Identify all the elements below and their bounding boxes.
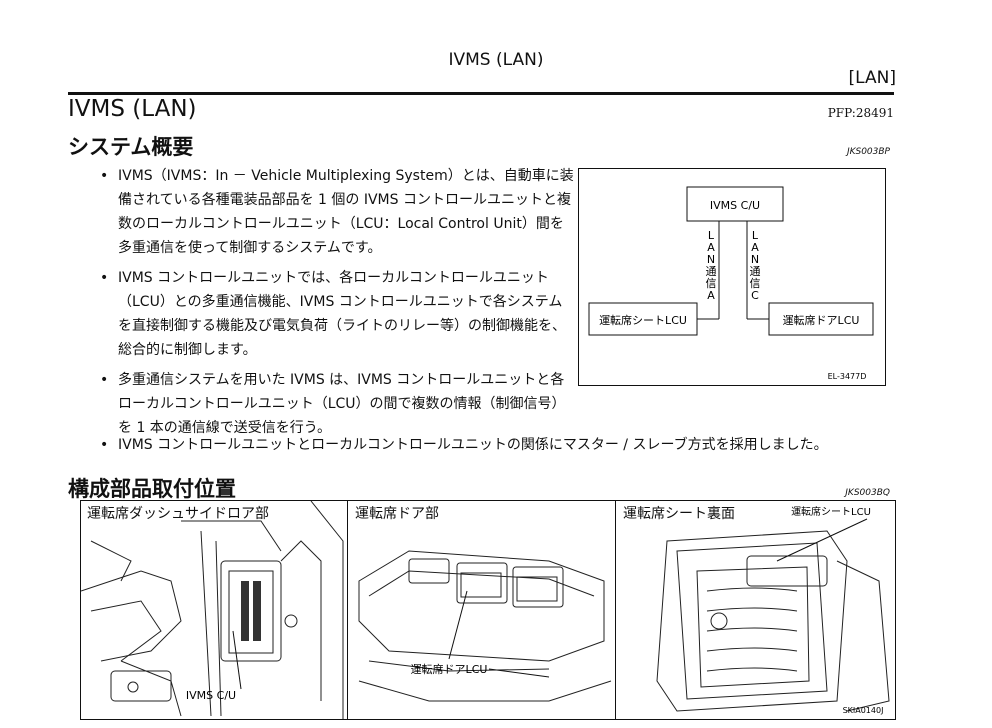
section-title: IVMS (LAN) — [68, 96, 197, 122]
door-lcu-label: 運転席ドアLCU — [783, 313, 860, 327]
component-location-figure: 運転席ダッシュサイドロア部 — [80, 500, 896, 720]
bullet-item: IVMS コントロールユニットでは、各ローカルコントロールユニット（LCU）との… — [100, 266, 576, 362]
ivms-cu-callout: IVMS C/U — [186, 689, 236, 702]
page-header-title: IVMS (LAN) — [448, 50, 544, 70]
section-tag: [LAN] — [848, 68, 896, 88]
lan-a-char: L — [708, 229, 715, 242]
dash-side-illustration: IVMS C/U — [81, 501, 344, 719]
cu-label: IVMS C/U — [710, 199, 760, 212]
locations-code: JKS003BQ — [845, 488, 890, 498]
figure-code: SKIA0140J — [843, 706, 884, 715]
seat-lcu-callout: 運転席シートLCU — [791, 505, 871, 518]
panel-title: 運転席ダッシュサイドロア部 — [87, 506, 269, 522]
lan-a-char: A — [707, 289, 715, 302]
bullet-item-full: IVMS コントロールユニットとローカルコントロールユニットの関係にマスター /… — [100, 433, 918, 457]
lan-a-char: 通 — [706, 265, 717, 278]
overview-heading: システム概要 — [68, 135, 194, 159]
overview-code: JKS003BP — [846, 147, 890, 157]
panel-seat-back: 運転席シート裏面 運転席シートLCU SKIA0140J — [617, 501, 895, 719]
seat-back-illustration: 運転席シートLCU SKIA0140J — [656, 505, 890, 715]
lan-c-char: 通 — [750, 265, 761, 278]
lan-a-char: N — [707, 253, 715, 266]
panel-title: 運転席シート裏面 — [623, 506, 735, 522]
lan-a-char: A — [707, 241, 715, 254]
system-diagram: IVMS C/U L A N 通 信 A L A N 通 信 C 運転席シートL… — [578, 168, 886, 386]
lan-c-char: N — [751, 253, 759, 266]
panel-title: 運転席ドア部 — [355, 506, 439, 522]
header-rule — [68, 92, 894, 95]
diagram-code: EL-3477D — [828, 372, 867, 381]
lan-c-char: A — [751, 241, 759, 254]
lan-c-char: 信 — [750, 277, 761, 290]
panel-dash-side: 運転席ダッシュサイドロア部 — [81, 501, 348, 719]
bullet-item: 多重通信システムを用いた IVMS は、IVMS コントロールユニットと各ローカ… — [100, 368, 576, 440]
bullet-item: IVMS（IVMS：In － Vehicle Multiplexing Syst… — [100, 164, 576, 260]
lan-c-char: L — [752, 229, 759, 242]
locations-heading: 構成部品取付位置 — [68, 477, 236, 501]
lan-a-char: 信 — [706, 277, 717, 290]
part-number: PFP:28491 — [827, 106, 894, 120]
seat-lcu-label: 運転席シートLCU — [599, 313, 687, 327]
overview-bullets: IVMS（IVMS：In － Vehicle Multiplexing Syst… — [100, 164, 576, 446]
door-lcu-callout: 運転席ドアLCU — [411, 662, 488, 676]
lan-c-char: C — [751, 289, 759, 302]
door-illustration: 運転席ドアLCU — [358, 550, 612, 702]
panel-door: 運転席ドア部 運転席ドアLCU — [349, 501, 616, 719]
